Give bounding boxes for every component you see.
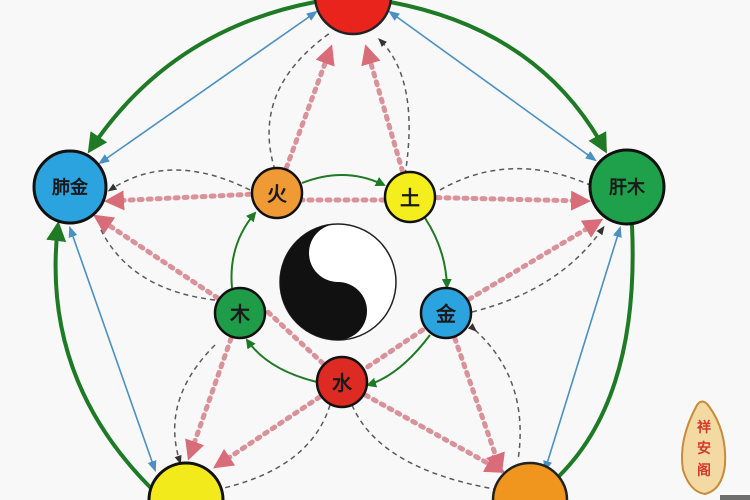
seal-char-1: 祥 <box>697 419 711 436</box>
yin-yang-symbol <box>279 223 397 341</box>
inner-node-water: 水 <box>315 355 369 409</box>
metal-label: 金 <box>435 302 457 326</box>
inner-generating-cycle <box>230 174 452 388</box>
seal-char-2: 安 <box>697 440 711 457</box>
lung-metal-label: 肺金 <box>52 177 89 199</box>
outer-node-lung-metal: 肺金 <box>32 149 108 225</box>
corner-bar <box>720 495 750 500</box>
fire-label: 火 <box>267 182 288 206</box>
seal-char-3: 阁 <box>697 462 711 479</box>
dashed-curves <box>99 32 605 491</box>
inner-node-metal: 金 <box>419 286 473 340</box>
wood-label: 木 <box>229 302 251 326</box>
inner-node-fire: 火 <box>250 166 304 220</box>
earth-label: 土 <box>400 186 420 210</box>
outer-node-bottom-left <box>147 461 225 500</box>
outer-node-top <box>313 0 393 36</box>
liver-wood-label: 肝木 <box>609 177 646 199</box>
inner-node-wood: 木 <box>213 286 267 340</box>
outer-node-bottom-right <box>491 461 569 500</box>
inner-node-earth: 土 <box>383 170 437 224</box>
outer-node-liver-wood: 肝木 <box>588 148 666 226</box>
organ-links <box>68 10 622 473</box>
water-label: 水 <box>332 371 353 395</box>
seal-stamp: 祥 安 阁 <box>680 400 727 496</box>
